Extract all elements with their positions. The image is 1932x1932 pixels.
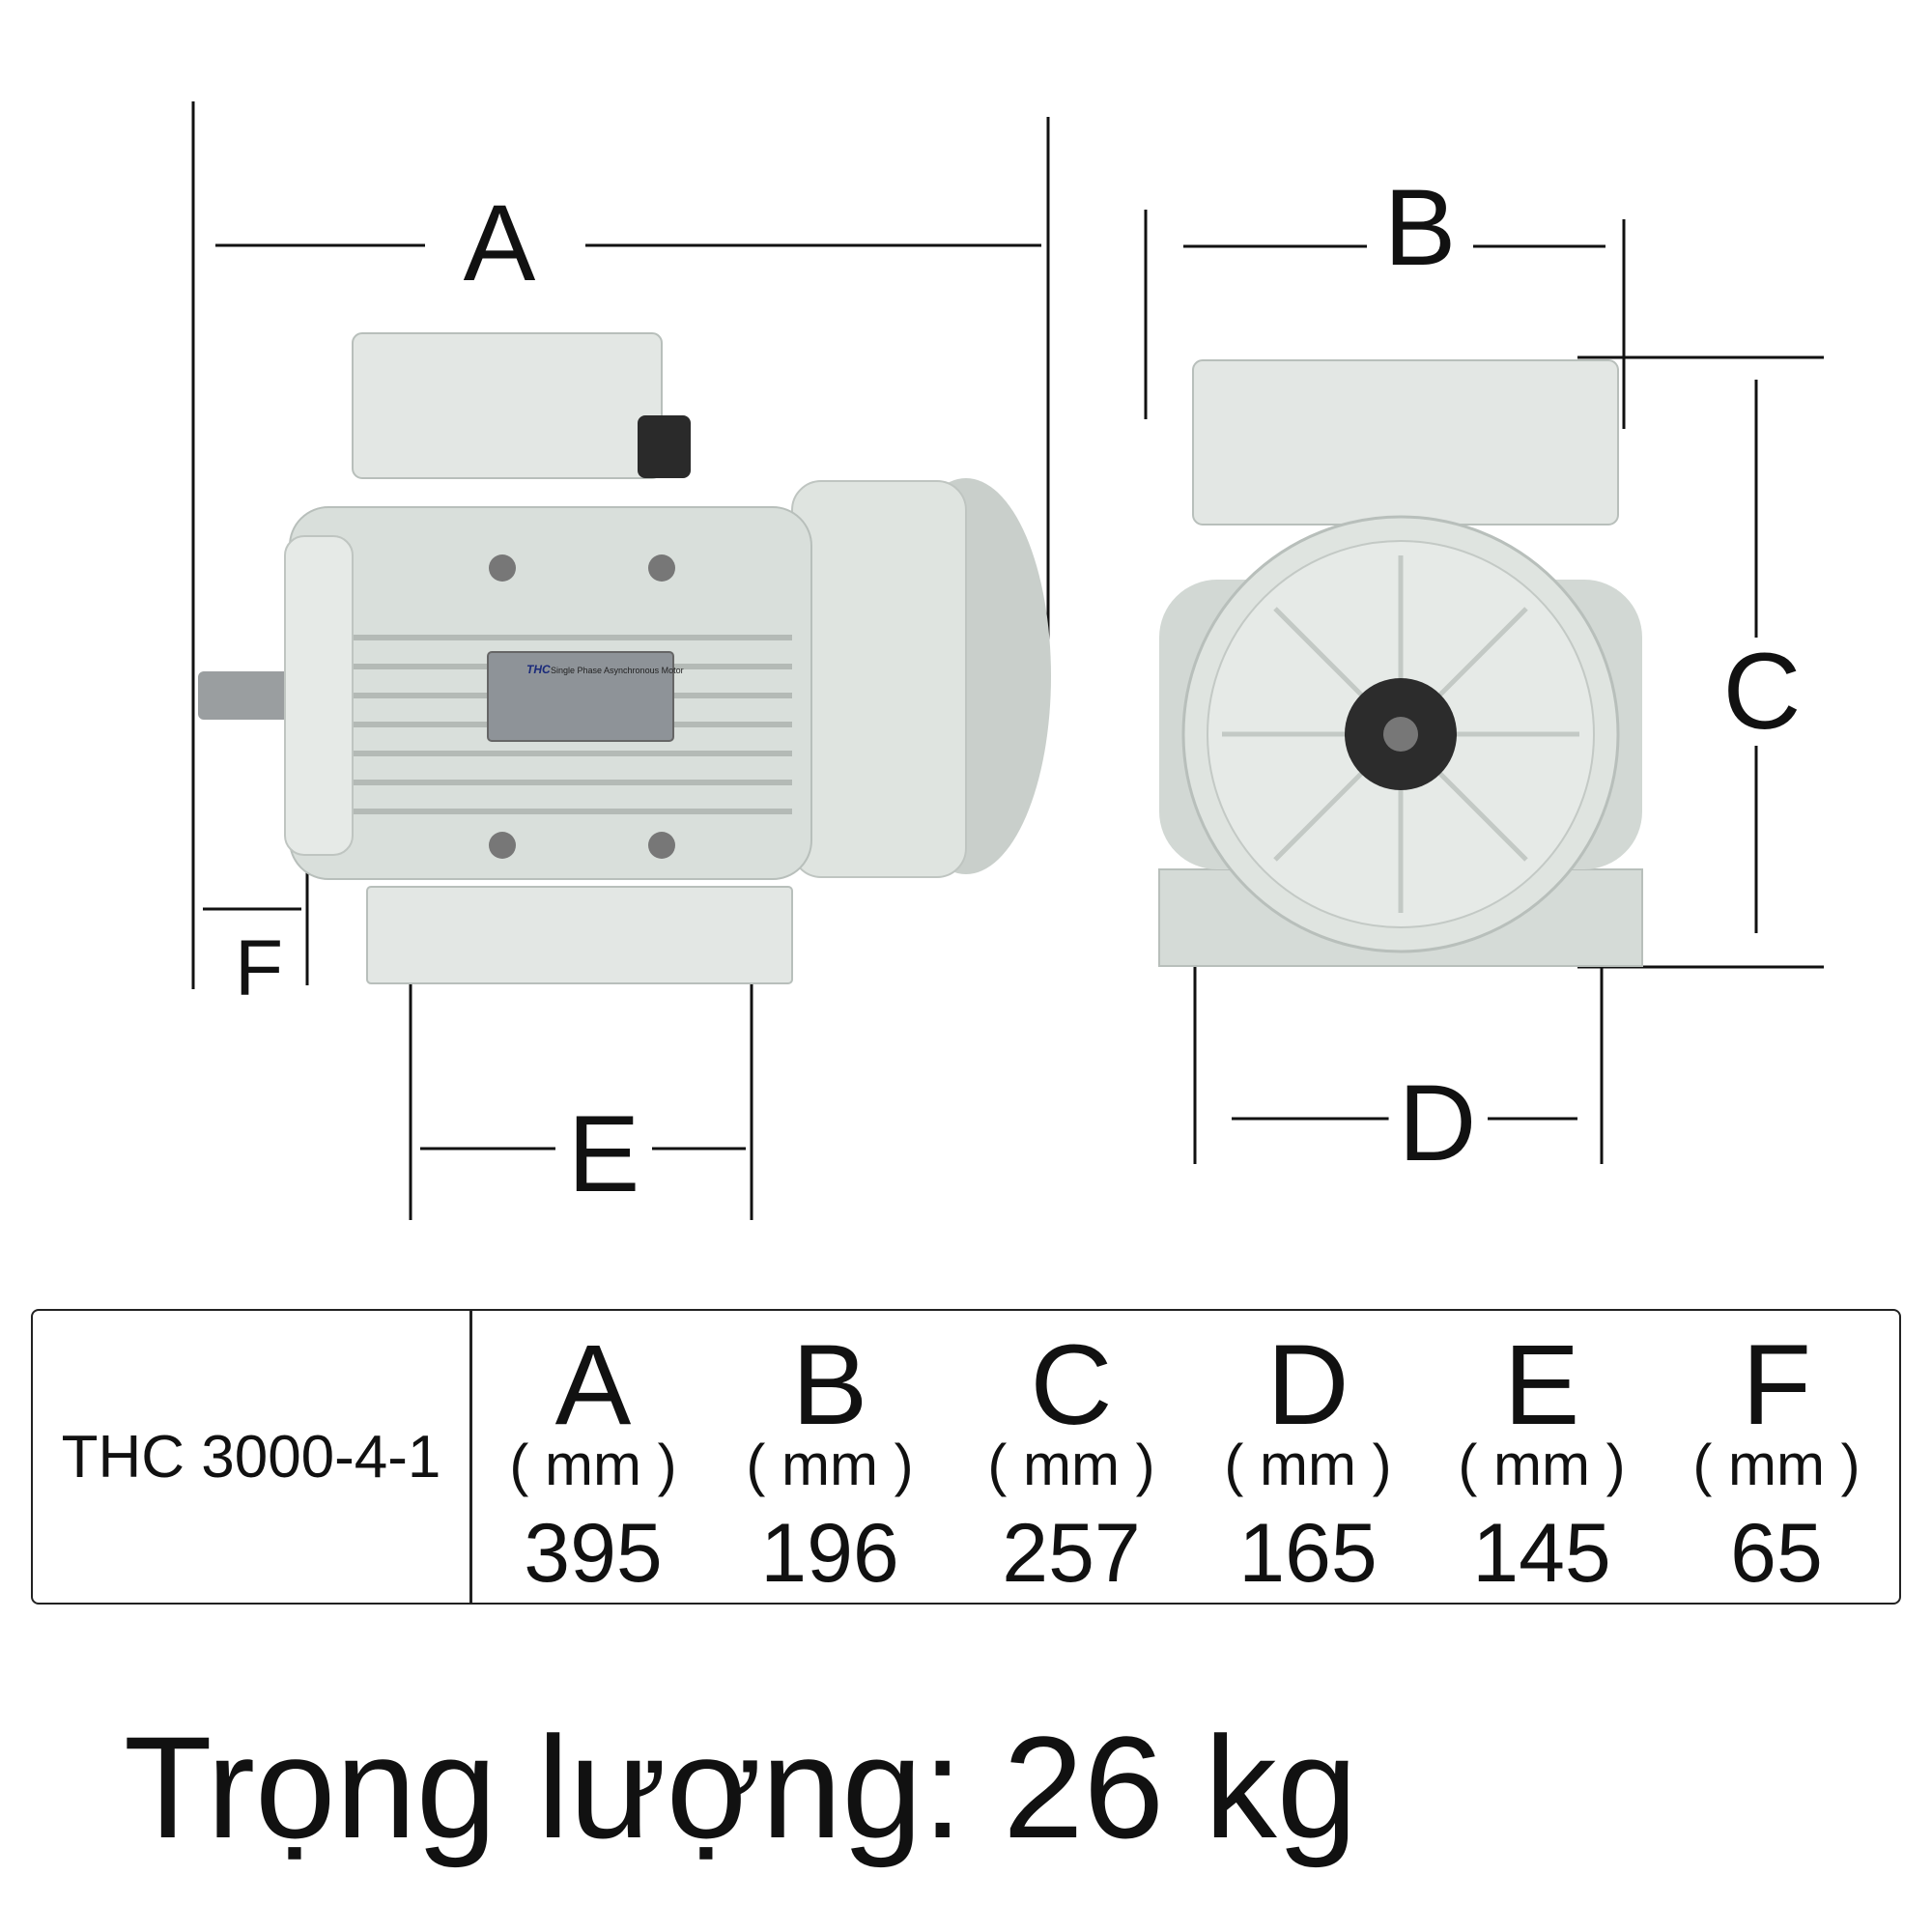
fan-cover (791, 480, 967, 878)
column-letter: A (554, 1321, 632, 1449)
column-value: 165 (1238, 1507, 1378, 1600)
column-value: 65 (1730, 1507, 1823, 1600)
nameplate-logo: THC (526, 663, 551, 676)
weight-text: Trọng lượng: 26 kg (124, 1706, 1358, 1868)
column-value: 145 (1472, 1507, 1611, 1600)
column-letter: F (1741, 1321, 1812, 1449)
column-unit: ( mm ) (509, 1433, 677, 1497)
column-unit: ( mm ) (1692, 1433, 1861, 1497)
column-letter: C (1030, 1321, 1113, 1449)
dim-label-d: D (1388, 1069, 1487, 1178)
column-unit: ( mm ) (987, 1433, 1155, 1497)
shaft (198, 671, 290, 720)
dim-label-c: C (1713, 638, 1811, 746)
column-letter: D (1266, 1321, 1350, 1449)
column-letter: B (791, 1321, 868, 1449)
end-shield (284, 535, 354, 856)
model-name: THC 3000-4-1 (61, 1423, 441, 1491)
motor-side-view (198, 332, 1051, 984)
motor-front-view (1158, 359, 1643, 967)
dim-label-f: F (234, 924, 284, 1012)
column-value: 257 (1002, 1507, 1141, 1600)
nameplate-title: Single Phase Asynchronous Motor (551, 666, 684, 675)
dimension-table: THC 3000-4-1 A ( mm ) 395 B ( mm ) 196 C… (31, 1309, 1901, 1605)
dim-label-a: A (453, 189, 546, 298)
terminal-box (352, 332, 663, 479)
nameplate (487, 651, 674, 742)
dim-label-b: B (1374, 174, 1466, 282)
column-unit: ( mm ) (1224, 1433, 1392, 1497)
cable-gland (638, 415, 691, 478)
column-value: 395 (524, 1507, 663, 1600)
column-letter: E (1503, 1321, 1580, 1449)
table-divider (469, 1311, 472, 1603)
dim-label-e: E (557, 1100, 650, 1208)
front-terminal-box (1192, 359, 1619, 526)
column-unit: ( mm ) (746, 1433, 914, 1497)
mounting-foot (366, 886, 793, 984)
column-unit: ( mm ) (1458, 1433, 1626, 1497)
column-value: 196 (760, 1507, 899, 1600)
